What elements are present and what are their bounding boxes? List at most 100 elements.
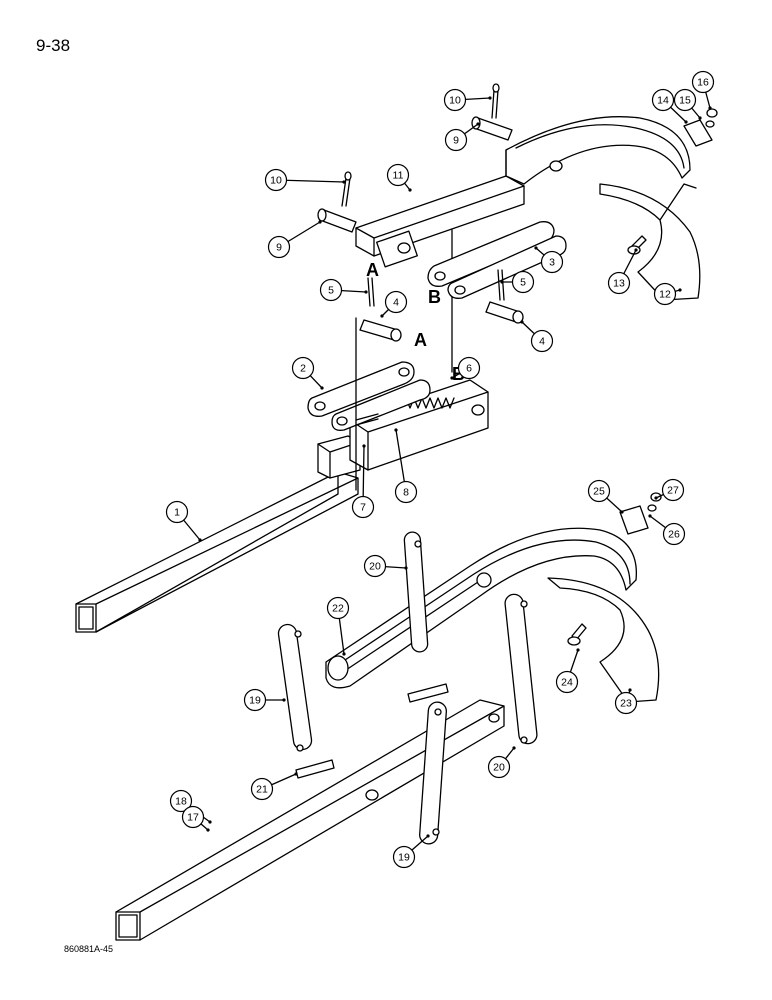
callout-number: 7 (360, 502, 366, 514)
lower-drawbar (115, 683, 505, 941)
leader-tip-6 (450, 376, 454, 380)
callout-number: 5 (328, 285, 334, 297)
callout-number: 9 (276, 242, 282, 254)
lower-tine-arm (325, 492, 662, 703)
leader-tip-27 (654, 496, 658, 500)
section-label-b-2: B (428, 287, 441, 307)
callout-number: 27 (667, 485, 679, 497)
callout-number: 23 (620, 698, 632, 710)
callout-number: 12 (659, 289, 671, 301)
leader-tip-7 (362, 444, 366, 448)
section-label-a-1: A (366, 260, 379, 280)
callout-21: 21 (250, 777, 274, 801)
leader-tip-15 (698, 116, 702, 120)
callout-number: 11 (393, 170, 404, 182)
callout-6: 6 (457, 356, 481, 380)
figure-code: 860881A-45 (64, 944, 114, 954)
callout-15: 15 (673, 88, 697, 112)
page-number: 9-38 (36, 36, 71, 55)
callout-number: 10 (449, 95, 461, 107)
callout-number: 19 (398, 852, 410, 864)
leader-tip-21 (294, 772, 298, 776)
callout-24: 24 (555, 670, 579, 694)
leader-tip-3 (534, 246, 538, 250)
callout-3: 3 (540, 250, 564, 274)
callout-1: 1 (165, 500, 189, 524)
callout-number: 5 (520, 277, 526, 289)
callout-7: 7 (351, 495, 375, 519)
callout-4: 4 (530, 329, 554, 353)
callout-17: 17 (181, 805, 205, 829)
callout-number: 20 (369, 561, 381, 573)
callout-number: 13 (613, 278, 625, 290)
callout-number: 9 (453, 135, 459, 147)
callout-5: 5 (319, 278, 343, 302)
leader-tip-11 (408, 188, 412, 192)
callout-number: 4 (393, 297, 399, 309)
callout-number: 17 (187, 812, 199, 824)
callout-13: 13 (607, 271, 631, 295)
callout-number: 2 (300, 363, 306, 375)
callout-number: 26 (668, 529, 680, 541)
leader-tip-23 (628, 688, 632, 692)
callout-8: 8 (394, 480, 418, 504)
leader-tip-19 (282, 698, 286, 702)
callout-number: 8 (403, 487, 409, 499)
callout-12: 12 (653, 282, 677, 306)
leader-tip-12 (678, 288, 682, 292)
callout-number: 3 (549, 257, 555, 269)
callout-number: 22 (332, 603, 344, 615)
callout-number: 20 (493, 762, 505, 774)
callout-22: 22 (326, 596, 350, 620)
leader-tip-26 (648, 514, 652, 518)
upper-tine-arm (317, 83, 718, 342)
leader-tip-5 (500, 280, 504, 284)
callout-10: 10 (264, 168, 288, 192)
callout-5: 5 (511, 270, 535, 294)
leader-tip-8 (394, 428, 398, 432)
leader-tip-20 (404, 566, 408, 570)
section-label-a-3: A (414, 330, 427, 350)
callout-19: 19 (243, 688, 267, 712)
leader-tip-16 (708, 106, 712, 110)
callout-number: 4 (539, 336, 545, 348)
callout-number: 24 (561, 677, 573, 689)
callout-number: 15 (679, 95, 691, 107)
callout-11: 11 (386, 163, 410, 187)
leader-tip-9 (318, 220, 322, 224)
leader-tip-10 (488, 96, 492, 100)
callout-10: 10 (443, 88, 467, 112)
leader-tip-5 (364, 290, 368, 294)
leader-tip-22 (342, 652, 346, 656)
callout-number: 21 (256, 784, 268, 796)
leader-tip-2 (320, 386, 324, 390)
callout-4: 4 (384, 290, 408, 314)
upper-drawbar (75, 229, 489, 633)
leader-tip-4 (380, 314, 384, 318)
callout-number: 10 (270, 175, 282, 187)
leader-tip-25 (620, 510, 624, 514)
leader-tip-14 (684, 120, 688, 124)
leader-tip-19 (426, 834, 430, 838)
callout-number: 6 (466, 363, 472, 375)
leader-tip-9 (476, 122, 480, 126)
callout-number: 18 (175, 796, 187, 808)
leader-tip-17 (206, 828, 210, 832)
callout-number: 25 (593, 486, 605, 498)
callout-20: 20 (487, 755, 511, 779)
link-straps (277, 531, 538, 845)
leader-tip-10 (342, 180, 346, 184)
callout-16: 16 (691, 70, 715, 94)
callout-25: 25 (587, 479, 611, 503)
callout-20: 20 (363, 554, 387, 578)
leader-tip-24 (576, 648, 580, 652)
leader-tip-13 (634, 248, 638, 252)
leader-tip-20 (512, 746, 516, 750)
callout-number: 1 (174, 507, 180, 519)
callout-2: 2 (291, 356, 315, 380)
callout-26: 26 (662, 522, 686, 546)
callout-number: 14 (657, 95, 669, 107)
callout-9: 9 (444, 128, 468, 152)
leader-tip-4 (520, 320, 524, 324)
